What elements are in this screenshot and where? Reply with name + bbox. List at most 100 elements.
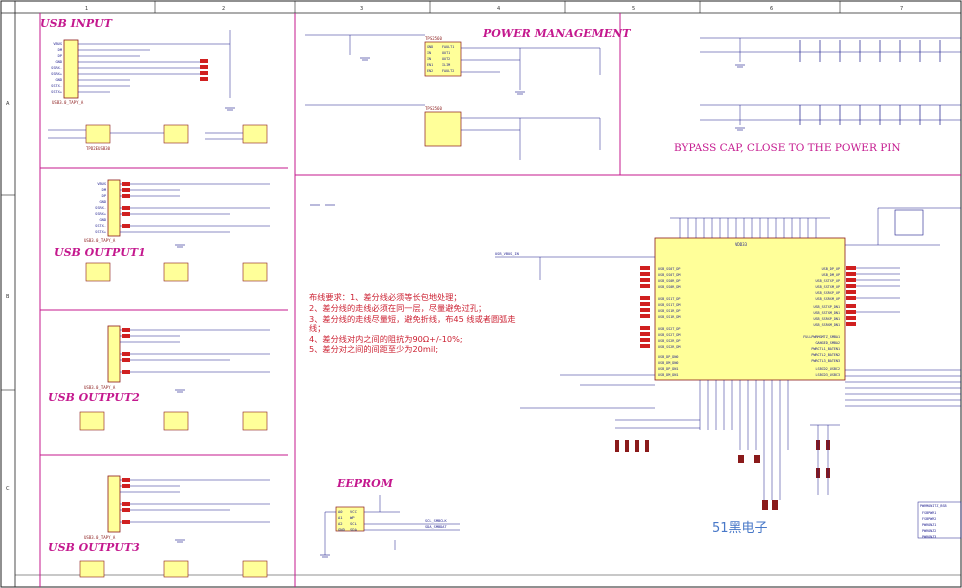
hub-pin: USB_SSRXP_UP — [816, 291, 841, 295]
vbus-in-label: USB_VBUS_IN — [495, 252, 519, 256]
usb-output1-connector: VBUS DM DP GND SSRX- SSRX+ GND SSTX- SST… — [84, 179, 270, 243]
pin-label: SSTX+ — [95, 230, 107, 234]
hub-bottom-components — [615, 440, 830, 510]
hub-pin: USB_DP_DN1 — [658, 367, 678, 371]
esd-chip-input: TPD2EUSB30 — [48, 124, 268, 151]
hub-pin: USB_SSTXM_UP — [816, 285, 841, 289]
power-control-box: PWRMONITZ_BSB FSBPWR1 FSBPWR2 PWRONZ1 PW… — [917, 501, 962, 539]
hub-pin: USB_SS2T_DM — [658, 333, 680, 337]
col-label: 3 — [360, 6, 363, 12]
pin-label: SSRX- — [51, 66, 62, 70]
hub-pin: PWRCTL2_BATEN2 — [811, 353, 840, 357]
pin-label: GND — [100, 218, 107, 222]
connector-ref: USB3.0_TAPY_A — [84, 535, 116, 540]
connector-ref: USB3.0_TAPY_A — [84, 385, 116, 390]
layout-note: 线； — [309, 323, 325, 333]
pin-label: FAULT2 — [442, 69, 454, 73]
hub-pin: LSBCD3_USBC3 — [816, 373, 841, 377]
pin-label: OUT1 — [442, 51, 450, 55]
col-label: 4 — [497, 6, 500, 12]
pin-label: DM — [58, 48, 63, 52]
hub-pin: USB_SS1R_DP — [658, 309, 680, 313]
usb-output2-connector: USB3.0_TAPY_A — [84, 325, 270, 390]
esd-chip-output1 — [85, 262, 268, 282]
eeprom-sda-label: SDA_SMBDAT — [425, 525, 447, 529]
col-label: 5 — [632, 6, 635, 12]
usb-output3-title: USB OUTPUT3 — [48, 541, 140, 554]
pwr-net-label: PWRONZ2 — [922, 529, 936, 533]
col-label: 7 — [900, 6, 903, 12]
pin-label: WP — [350, 515, 355, 520]
pin-label: SDA — [350, 527, 358, 532]
hub-pin: USB_SS2R_DM — [658, 345, 680, 349]
hub-pin: USB_SSRXP_DN1 — [813, 317, 840, 321]
hub-pin: USB_SSTXM_DN1 — [813, 311, 840, 315]
pin-label: SSTX- — [51, 84, 62, 88]
power-management-title: POWER MANAGEMENT — [482, 27, 631, 40]
hub-pin: USB_SSTXP_DN1 — [813, 305, 840, 309]
col-label: 1 — [85, 6, 88, 12]
hub-pin: USB_SS2R_DP — [658, 339, 680, 343]
esd-chip-output2 — [79, 411, 268, 431]
layout-note: 5、差分对之间的间距至少为20mil; — [309, 344, 438, 354]
layout-note: 2、差分线的走线必须在同一层，尽量避免过孔； — [309, 303, 486, 313]
hub-pin: USB_DM_UP — [822, 273, 840, 277]
pin-label: SCL — [350, 521, 358, 526]
pin-label: GND — [56, 60, 63, 64]
pin-label: DM — [102, 188, 107, 192]
power-ic-1: TPS2560 GND IN IN EN1 EN2 FAULT1 OUT1 OU… — [424, 36, 462, 77]
pin-label: VBUS — [97, 182, 106, 186]
eeprom-scl-label: SCL_SMBCLK — [425, 519, 447, 523]
pin-label: GND — [56, 78, 63, 82]
pwr-net-label: PWRMONITZ_BSB — [920, 504, 947, 508]
pwr-net-label: FSBPWR2 — [922, 517, 936, 521]
connector-ref: USB3.0_TAPY_A — [52, 100, 84, 105]
pin-label: VBUS — [53, 42, 62, 46]
power-ic-label: TPS2560 — [425, 106, 442, 111]
pin-label: VCC — [350, 509, 357, 514]
hub-pin: USB_SS1T_DM — [658, 303, 680, 307]
power-ic-label: TPS2560 — [425, 36, 442, 41]
connector-ref: USB3.0_TAPY_A — [84, 238, 116, 243]
power-ic-2: TPS2560 — [424, 106, 462, 147]
hub-pin: USB_DP_DN0 — [658, 355, 678, 359]
hub-pin: USB_SS0T_DM — [658, 273, 680, 277]
hub-pin: USB_SS2T_DP — [658, 327, 680, 331]
esd-chip-output3 — [79, 560, 268, 578]
layout-note: 4、差分线对内之间的阻抗为90Ω+/-10%; — [309, 334, 463, 344]
bypass-cap-note: BYPASS CAP, CLOSE TO THE POWER PIN — [674, 142, 901, 154]
pin-label: SSTX+ — [51, 90, 63, 94]
pin-label: GND — [427, 45, 433, 49]
pin-label: IN — [427, 57, 431, 61]
pin-label: GND — [100, 200, 107, 204]
pin-label: A1 — [338, 515, 343, 520]
pin-label: FAULT1 — [442, 45, 454, 49]
hub-pin: PWRCTL1_BATEN1 — [811, 347, 840, 351]
ground-symbols — [175, 57, 745, 558]
hub-pin: USB_SSRXM_DN1 — [813, 323, 840, 327]
pin-label: SSRX+ — [51, 72, 63, 76]
hub-pin: GANGED_SMBA2 — [816, 341, 841, 345]
layout-note: 布线要求：1、差分线必须等长包地处理； — [309, 292, 462, 302]
hub-ic: VDD33 USB_SS0T_DP USB_SS0T_DM USB_SS0R_D… — [654, 237, 846, 381]
usb-output1-title: USB OUTPUT1 — [54, 246, 146, 259]
pin-label: ILIM — [442, 63, 450, 67]
layout-note: 3、差分线的走线尽量短，避免折线，布45 线或者圆弧走 — [309, 314, 516, 324]
pwr-net-label: PWRONZ1 — [922, 523, 936, 527]
hub-pin: USB_DM_DN0 — [658, 361, 678, 365]
watermark: 51黑电子 — [712, 521, 768, 536]
hub-right-net-flags — [846, 266, 856, 326]
row-label: C — [6, 486, 10, 492]
crystal-box — [894, 209, 924, 236]
hub-pin: USB_SSTXP_UP — [816, 279, 841, 283]
col-label: 6 — [770, 6, 773, 12]
pwr-net-label: FSBPWR1 — [922, 511, 936, 515]
pwr-net-label: PWRONZ3 — [922, 535, 936, 539]
pin-label: IN — [427, 51, 431, 55]
usb-output2-title: USB OUTPUT2 — [48, 391, 140, 404]
pin-label: SSRX- — [95, 206, 106, 210]
eeprom-title: EEPROM — [336, 477, 394, 490]
hub-pin: FULLPWRMGMTZ_SMBA1 — [803, 335, 840, 339]
pin-label: SSRX+ — [95, 212, 107, 216]
